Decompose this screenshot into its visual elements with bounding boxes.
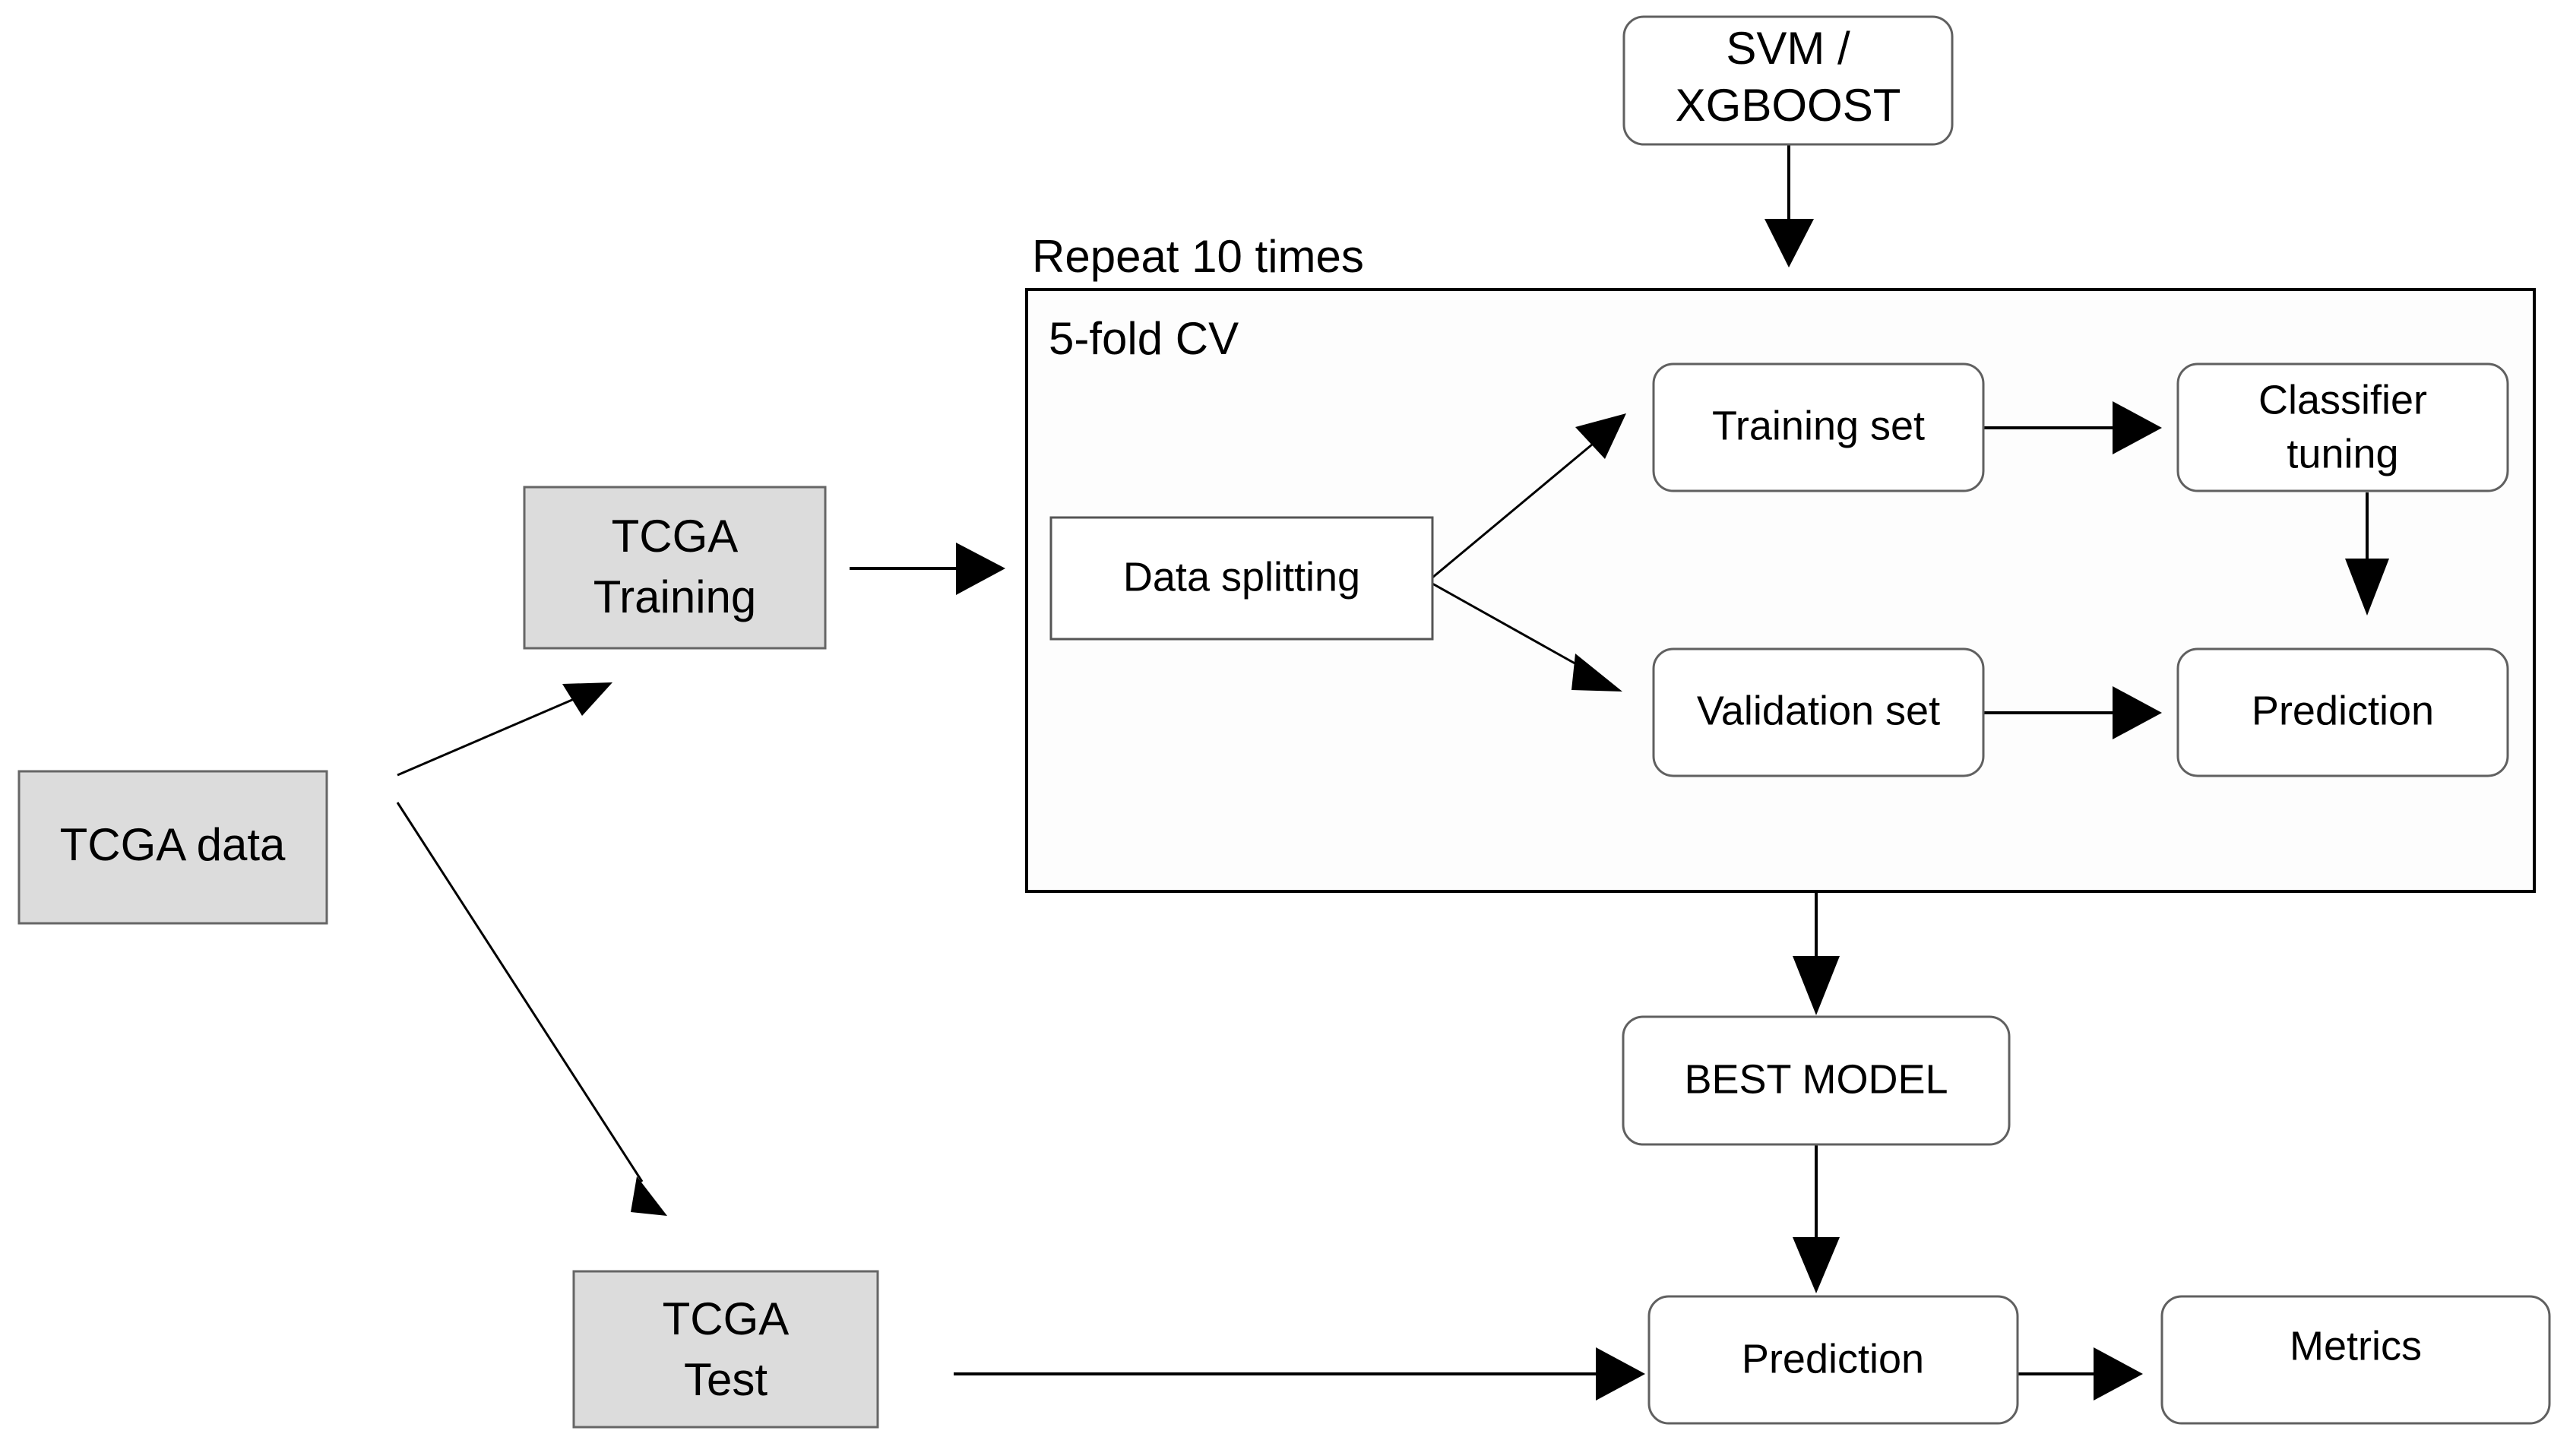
arrowhead-split-to-validationset: [1571, 654, 1622, 692]
node-tcga-test[interactable]: TCGA Test: [572, 1270, 879, 1429]
validation-set-box[interactable]: [1652, 647, 1985, 777]
data-splitting-label: Data splitting: [1123, 554, 1360, 600]
arrowhead-split-to-trainingset: [1575, 413, 1626, 459]
tcga-training-label-line2: Training: [593, 571, 757, 622]
classifier-tuning-label-line2: tuning: [2287, 431, 2398, 476]
validation-set-label: Validation set: [1697, 688, 1940, 733]
training-set-label: Training set: [1712, 403, 1925, 448]
tcga-training-label-line1: TCGA: [612, 511, 739, 562]
best-model-box[interactable]: [1622, 1015, 2011, 1146]
node-tcga-data[interactable]: TCGA data: [17, 770, 328, 925]
prediction-final-box[interactable]: [1647, 1295, 2019, 1425]
arrowhead-prediction-to-metrics: [2094, 1347, 2143, 1401]
arrowhead-cv-to-bestmodel: [1793, 956, 1840, 1015]
data-splitting-box[interactable]: [1049, 516, 1434, 641]
svm-xgboost-box[interactable]: [1622, 15, 1954, 146]
arrowhead-tcga-data-to-test: [631, 1176, 667, 1216]
node-metrics[interactable]: Metrics: [2160, 1295, 2551, 1425]
edge-split-to-validationset: [1432, 582, 1585, 670]
node-training-set[interactable]: Training set: [1652, 362, 1985, 492]
svm-xgboost-label-line2: XGBOOST: [1676, 80, 1901, 131]
arrowhead-tcga-data-to-training: [562, 682, 612, 716]
tcga-test-label-line2: Test: [684, 1354, 768, 1405]
tcga-test-label-line1: TCGA: [663, 1293, 790, 1344]
node-validation-set[interactable]: Validation set: [1652, 647, 1985, 777]
classifier-tuning-label-line1: Classifier: [2258, 377, 2427, 423]
node-tcga-training[interactable]: TCGA Training: [523, 486, 827, 650]
metrics-label: Metrics: [2290, 1323, 2422, 1369]
repeat-10-times-label: Repeat 10 times: [1032, 231, 1364, 282]
arrowhead-training-to-cv: [956, 543, 1005, 595]
tcga-test-box[interactable]: [572, 1270, 879, 1429]
svm-xgboost-label-line1: SVM /: [1726, 23, 1850, 74]
node-prediction-cv[interactable]: Prediction: [2176, 647, 2509, 777]
edge-tcga-data-to-test: [396, 802, 644, 1182]
tcga-data-label: TCGA data: [60, 819, 286, 870]
arrowhead-validationset-to-prediction: [2113, 686, 2162, 739]
prediction-cv-label: Prediction: [2252, 688, 2434, 733]
prediction-final-label: Prediction: [1742, 1336, 1924, 1382]
five-fold-cv-label: 5-fold CV: [1049, 313, 1239, 364]
node-classifier-tuning[interactable]: Classifier tuning: [2176, 362, 2509, 492]
edge-split-to-trainingset: [1432, 443, 1593, 579]
edge-tcga-data-to-training: [397, 686, 601, 777]
node-prediction-final[interactable]: Prediction: [1647, 1295, 2019, 1425]
training-set-box[interactable]: [1652, 362, 1985, 492]
arrowhead-trainingset-to-tuning: [2113, 401, 2162, 454]
tcga-training-box[interactable]: [523, 486, 827, 650]
tcga-data-box[interactable]: [17, 770, 328, 925]
node-data-splitting[interactable]: Data splitting: [1049, 516, 1434, 641]
metrics-box[interactable]: [2160, 1295, 2551, 1425]
prediction-cv-box[interactable]: [2176, 647, 2509, 777]
best-model-label: BEST MODEL: [1684, 1056, 1948, 1102]
arrowhead-bestmodel-to-prediction: [1793, 1237, 1840, 1293]
arrowhead-tcgatest-to-prediction: [1596, 1347, 1645, 1401]
node-svm-xgboost[interactable]: SVM / XGBOOST: [1622, 15, 1954, 146]
node-best-model[interactable]: BEST MODEL: [1622, 1015, 2011, 1146]
arrowhead-tuning-to-prediction: [2345, 559, 2389, 616]
classifier-tuning-box[interactable]: [2176, 362, 2509, 492]
arrowhead-svm-to-cv: [1765, 219, 1814, 267]
